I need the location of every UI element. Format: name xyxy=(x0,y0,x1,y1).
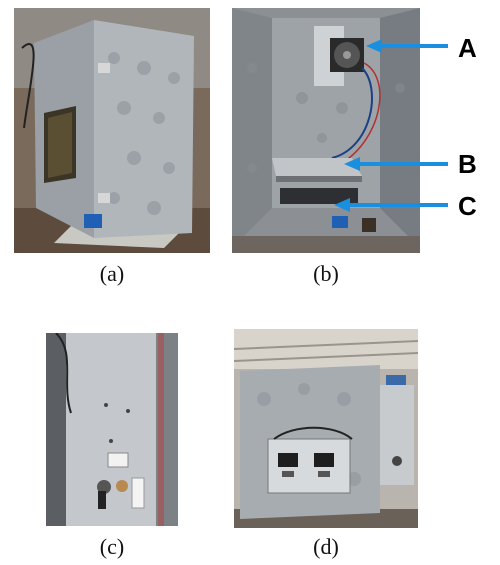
caption-c: (c) xyxy=(99,534,125,559)
callout-label-a: A xyxy=(458,33,477,63)
photo-d-drawing xyxy=(234,329,418,528)
photo-b xyxy=(232,8,420,253)
caption-b: (b) xyxy=(313,261,339,286)
photo-c-drawing xyxy=(46,333,178,526)
caption-a: (a) xyxy=(99,261,125,286)
photo-c xyxy=(46,333,178,526)
callout-label-c: C xyxy=(458,191,477,221)
photo-b-drawing xyxy=(232,8,420,253)
caption-d: (d) xyxy=(313,534,339,559)
photo-a xyxy=(14,8,210,253)
photo-a-drawing xyxy=(14,8,210,253)
callout-label-b: B xyxy=(458,149,477,179)
photo-d xyxy=(234,329,418,528)
